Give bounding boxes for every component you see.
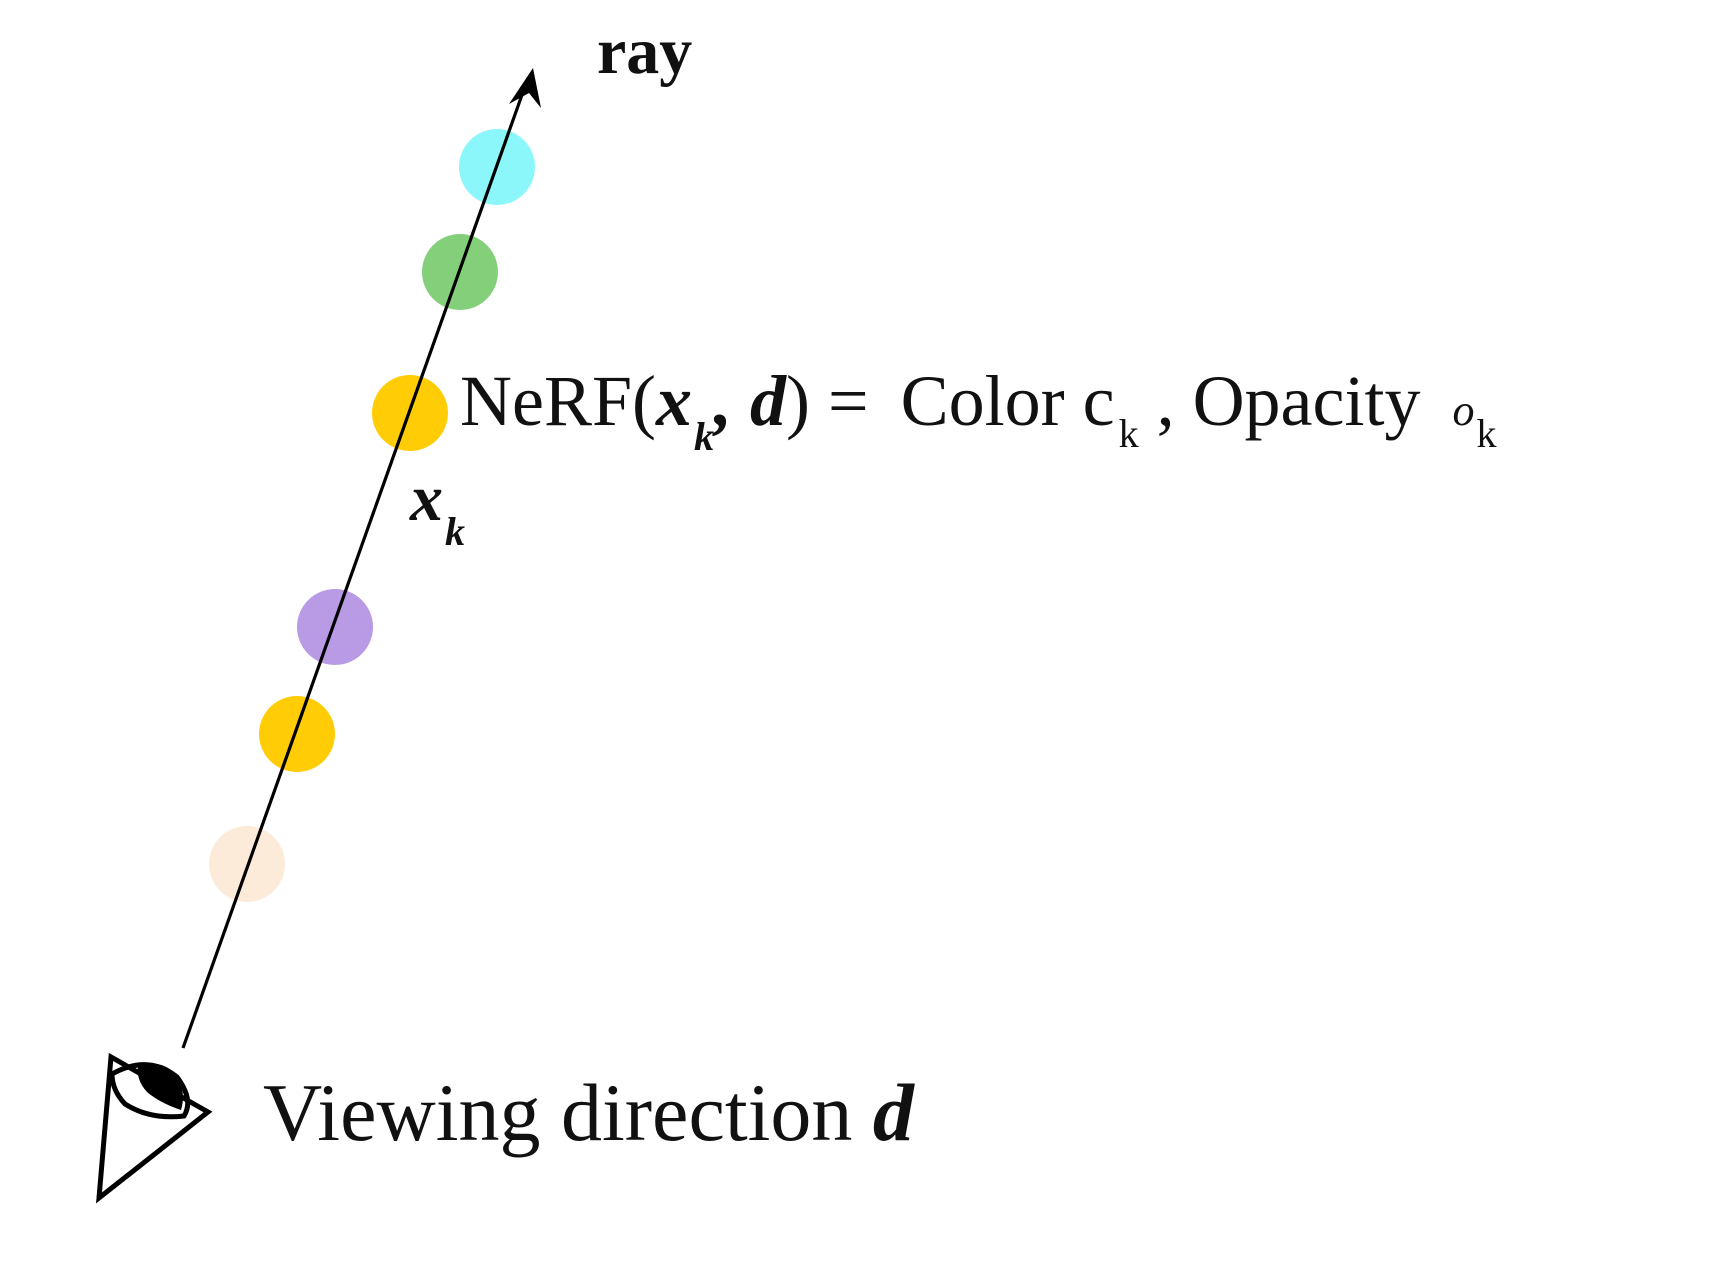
equation-color-sub: k [1119, 411, 1139, 456]
point-label: xk [409, 462, 465, 554]
eye-icon [96, 1052, 213, 1204]
equation-x-sub: k [694, 414, 714, 459]
equation-d: d [750, 361, 787, 441]
sample-point-purple [297, 589, 373, 665]
equation-prefix: NeRF( [460, 361, 656, 441]
equation-opacity-symbol: o [1452, 386, 1474, 435]
point-label-symbol: x [409, 462, 443, 535]
ray-arrowhead [509, 68, 541, 108]
viewing-direction-text: Viewing direction [263, 1067, 873, 1158]
equation-close: ) [786, 361, 810, 441]
viewing-direction-label: Viewing direction d [263, 1067, 915, 1158]
equation-opacity: Opacity [1193, 361, 1439, 441]
equation-separator: , [1139, 361, 1193, 441]
equation-opacity-sub: k [1476, 411, 1496, 456]
equation-x: x [655, 361, 692, 441]
equation-equals: = [810, 361, 887, 441]
ray-line [181, 77, 530, 1049]
equation-color: Color c [901, 361, 1115, 441]
equation-comma: , [712, 361, 750, 441]
ray-label: ray [597, 15, 692, 88]
sample-point-yellow [259, 696, 335, 772]
viewing-direction-symbol: d [873, 1067, 915, 1158]
point-label-subscript: k [445, 509, 465, 554]
